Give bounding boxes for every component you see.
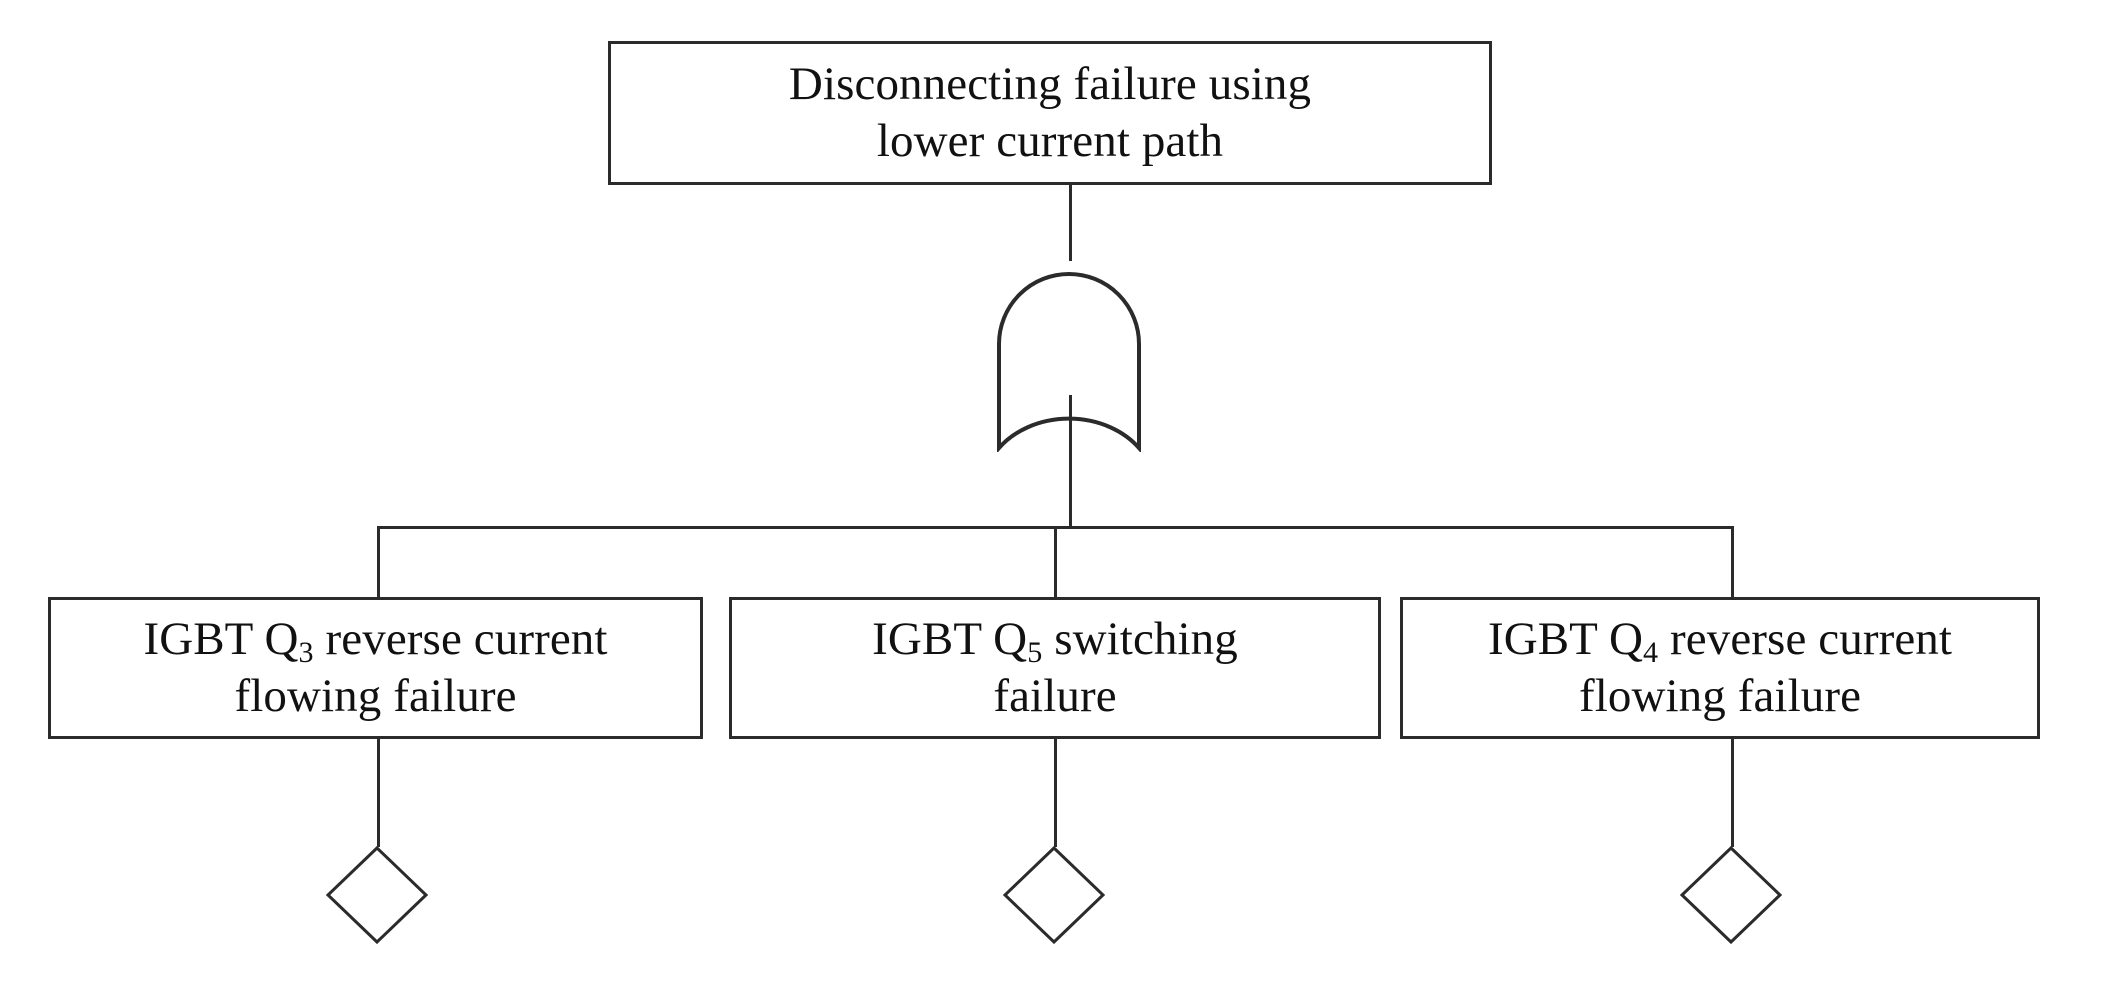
connector-leaf-1-to-diamond <box>377 739 380 847</box>
connector-bus-to-leaf-3 <box>1731 526 1734 598</box>
basic-event-label-2: IGBT Q5 switching failure <box>862 611 1248 726</box>
basic-event-label-3: IGBT Q4 reverse current flowing failure <box>1478 611 1962 726</box>
undeveloped-event-diamond-2[interactable] <box>1002 845 1106 945</box>
diamond-icon <box>325 845 429 945</box>
connector-top-event-to-gate <box>1069 185 1072 261</box>
basic-event-3-suffix: reverse current flowing failure <box>1578 612 1953 722</box>
basic-event-1-suffix: reverse current flowing failure <box>234 612 608 722</box>
connector-leaf-2-to-diamond <box>1054 739 1057 847</box>
basic-event-box-1[interactable]: IGBT Q3 reverse current flowing failure <box>48 597 703 739</box>
or-gate-shape <box>997 272 1141 454</box>
diamond-icon <box>1679 845 1783 945</box>
undeveloped-event-diamond-3[interactable] <box>1679 845 1783 945</box>
basic-event-box-3[interactable]: IGBT Q4 reverse current flowing failure <box>1400 597 2040 739</box>
basic-event-2-subscript: 5 <box>1027 635 1043 670</box>
basic-event-3-subscript: 4 <box>1643 635 1659 670</box>
undeveloped-event-diamond-1[interactable] <box>325 845 429 945</box>
or-gate-symbol[interactable] <box>993 252 1145 454</box>
connector-leaf-3-to-diamond <box>1731 739 1734 847</box>
basic-event-1-subscript: 3 <box>298 635 314 670</box>
basic-event-2-prefix: IGBT Q <box>872 612 1028 665</box>
basic-event-2-suffix: switching failure <box>993 612 1238 722</box>
connector-bus-to-leaf-1 <box>377 526 380 598</box>
connector-gate-to-bus <box>1069 395 1072 528</box>
top-event-box[interactable]: Disconnecting failure using lower curren… <box>608 41 1492 185</box>
diamond-icon <box>1002 845 1106 945</box>
basic-event-3-prefix: IGBT Q <box>1487 612 1644 665</box>
basic-event-box-2[interactable]: IGBT Q5 switching failure <box>729 597 1381 739</box>
basic-event-1-prefix: IGBT Q <box>143 612 299 665</box>
top-event-label: Disconnecting failure using lower curren… <box>788 57 1312 167</box>
basic-event-label-1: IGBT Q3 reverse current flowing failure <box>133 611 617 726</box>
connector-bus-to-leaf-2 <box>1054 526 1057 598</box>
